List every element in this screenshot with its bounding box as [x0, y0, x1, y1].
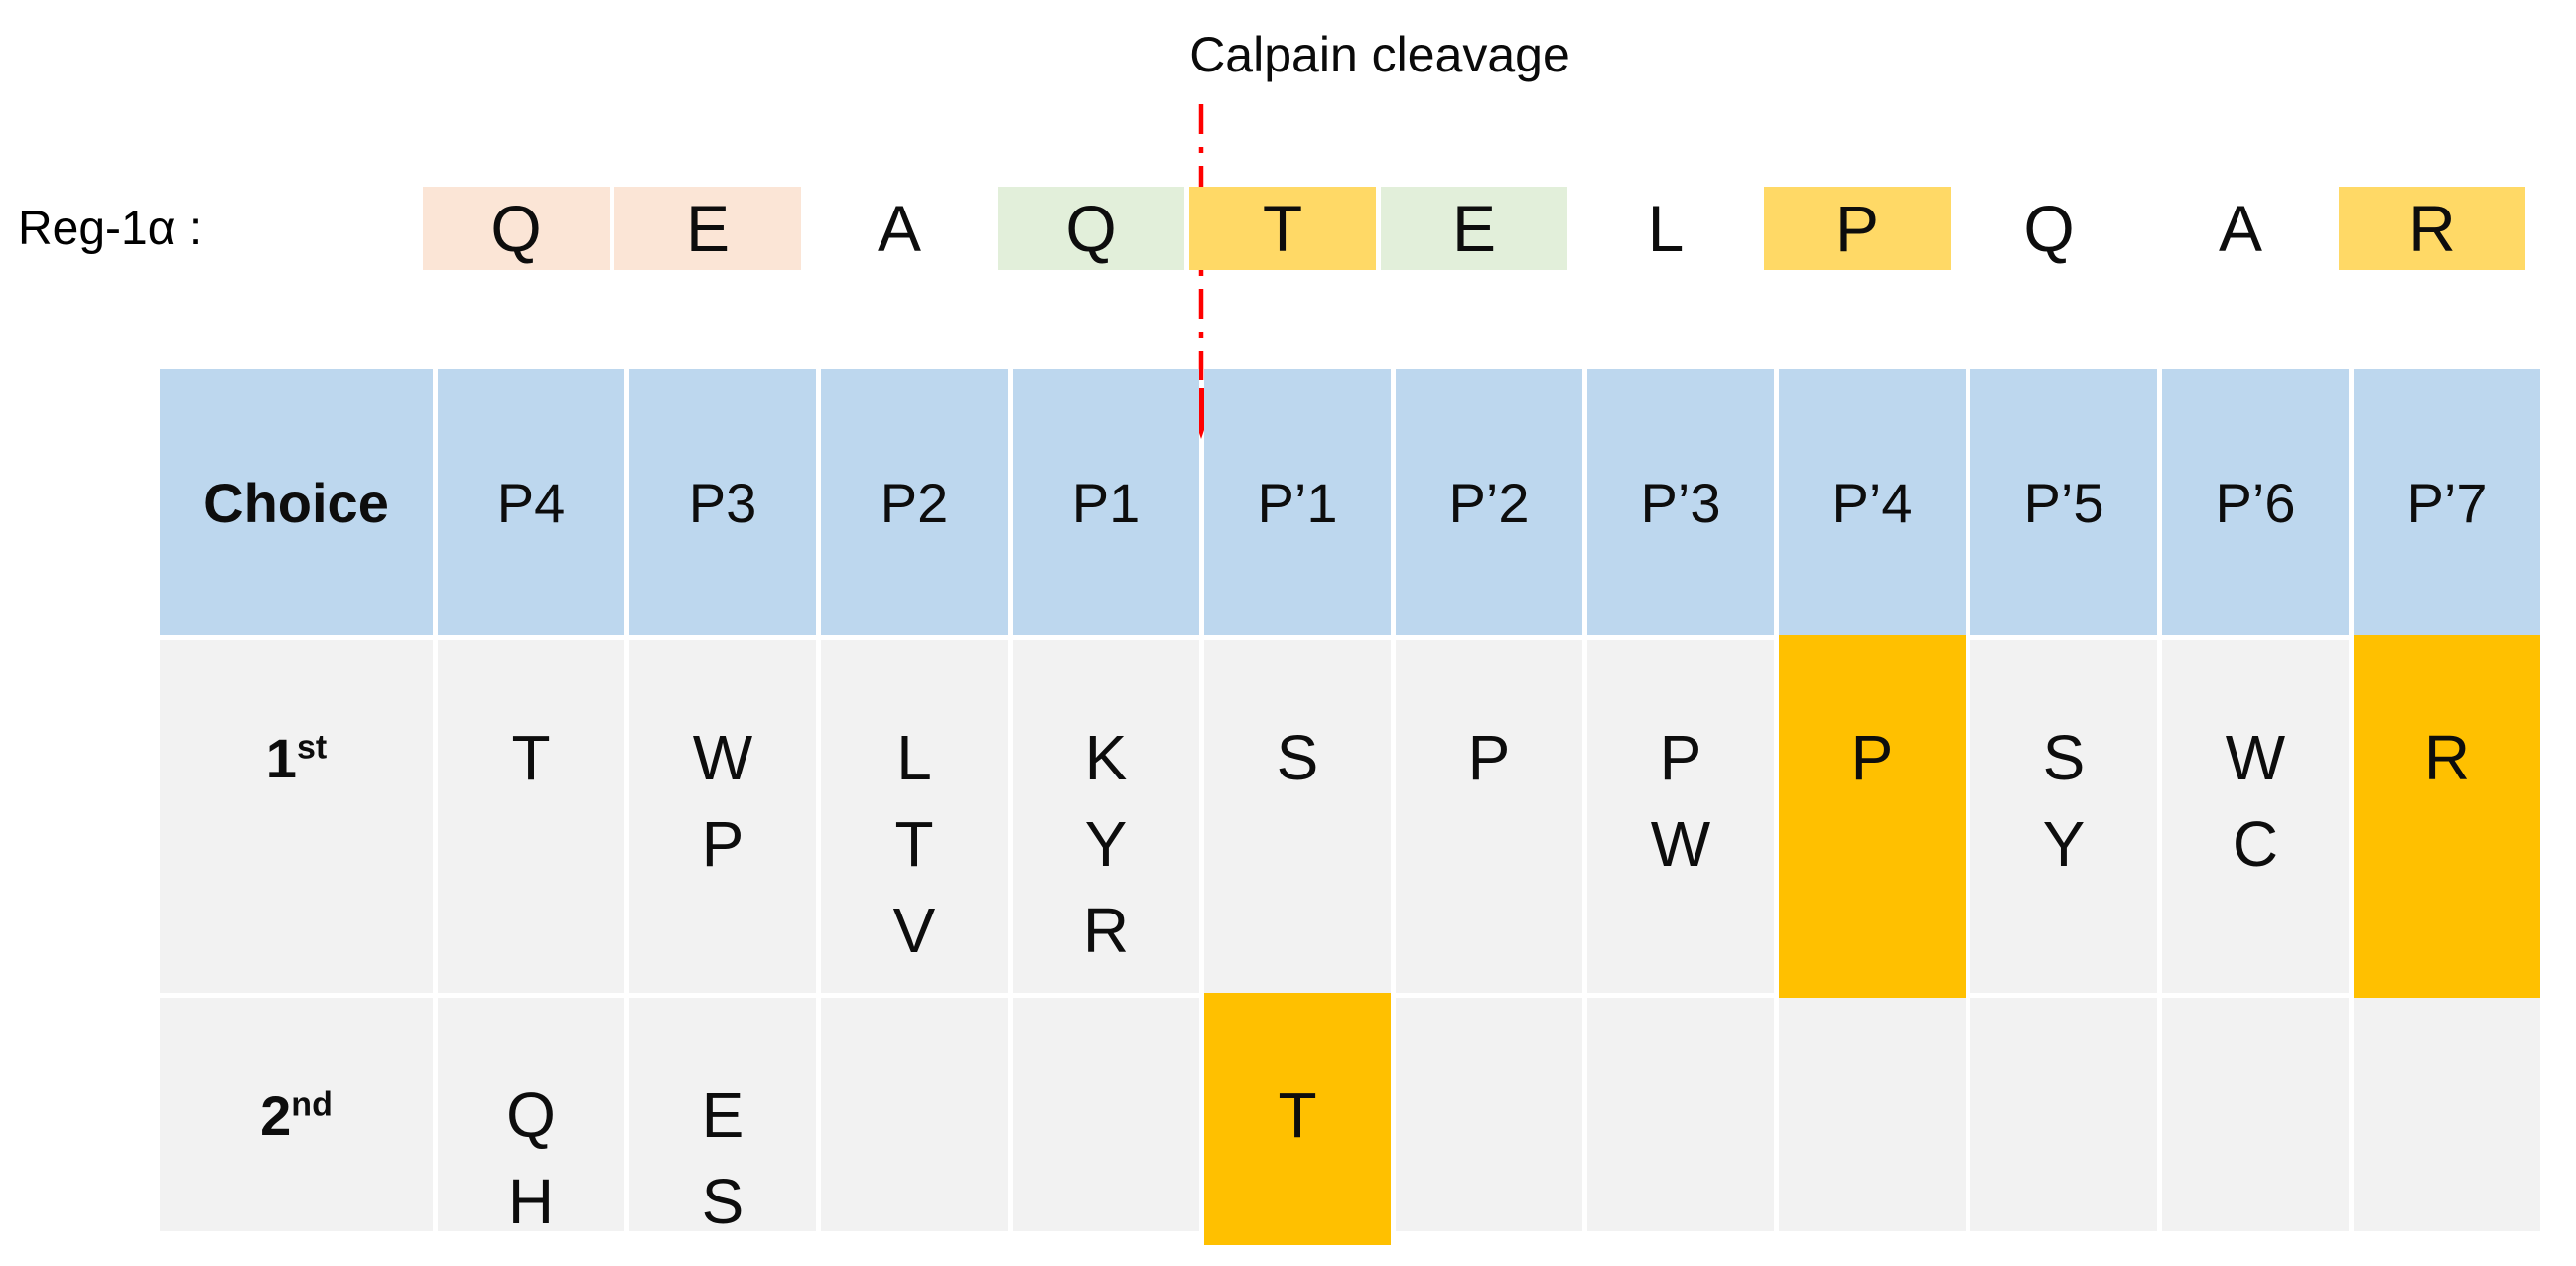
table-cell: T	[438, 640, 624, 993]
residue-letter: Q	[998, 187, 1184, 270]
table-header-p6prime: P’6	[2162, 369, 2349, 635]
table-header-p4: P4	[438, 369, 624, 635]
residue-box-p3: E	[614, 187, 801, 270]
residue-letter: T	[1189, 187, 1376, 270]
table-header-p4prime: P’4	[1779, 369, 1966, 635]
residue-box-p1: Q	[998, 187, 1184, 270]
residue-letter: E	[1381, 187, 1567, 270]
sequence-label: Reg-1α :	[18, 202, 203, 255]
residue-box-p4prime: P	[1764, 187, 1951, 270]
row-label-ordinal: st	[296, 728, 328, 767]
residue-box-p4: Q	[423, 187, 610, 270]
table-header-p1prime: P’1	[1204, 369, 1391, 635]
residue-letter: R	[2339, 187, 2525, 270]
table-header-p3prime: P’3	[1587, 369, 1774, 635]
residue-box-p6prime: A	[2147, 187, 2334, 270]
residue-box-p2: A	[806, 187, 993, 270]
residue-letter: A	[877, 192, 922, 265]
table-cell	[2354, 998, 2540, 1231]
residue-letter: L	[1647, 192, 1685, 265]
row-label-1st: 1st	[160, 640, 433, 993]
table-cell	[1779, 998, 1966, 1231]
row-label-ordinal: nd	[291, 1085, 333, 1124]
residue-box-p2prime: E	[1381, 187, 1567, 270]
table-cell	[1013, 998, 1199, 1231]
residue-letter: A	[2218, 192, 2263, 265]
residue-box-p5prime: Q	[1956, 187, 2142, 270]
row-label-number: 2	[260, 1084, 292, 1147]
table-cell-highlighted: T	[1204, 993, 1391, 1245]
table-header-p3: P3	[629, 369, 816, 635]
table-cell	[1970, 998, 2157, 1231]
specificity-table: Choice P4 P3 P2 P1 P’1 P’2 P’3 P’4 P’5 P…	[160, 369, 2540, 1245]
table-cell-highlighted: R	[2354, 635, 2540, 998]
table-cell	[2162, 998, 2349, 1231]
residue-box-p3prime: L	[1572, 187, 1759, 270]
residue-letter: P	[1764, 187, 1951, 270]
row-label-number: 1	[265, 727, 297, 789]
table-header-p1: P1	[1013, 369, 1199, 635]
table-cell	[1396, 998, 1582, 1231]
table-header-p2: P2	[821, 369, 1008, 635]
table-cell	[821, 998, 1008, 1231]
residue-letter: E	[614, 187, 801, 270]
table-cell-highlighted: P	[1779, 635, 1966, 998]
residue-box-p7prime: R	[2339, 187, 2525, 270]
table-header-p7prime: P’7	[2354, 369, 2540, 635]
sequence-spacer	[145, 187, 418, 270]
residue-box-p1prime: T	[1189, 187, 1376, 270]
figure-title: Calpain cleavage	[1189, 27, 1570, 82]
table-header-p5prime: P’5	[1970, 369, 2157, 635]
table-cell	[1587, 998, 1774, 1231]
table-header-choice: Choice	[160, 369, 433, 635]
sequence-row: Q E A Q T E L P Q A R	[145, 187, 2525, 270]
table-cell: S	[1204, 640, 1391, 993]
residue-letter: Q	[423, 187, 610, 270]
residue-letter: Q	[2023, 192, 2075, 265]
row-label-2nd: 2nd	[160, 998, 433, 1231]
table-cell: P	[1396, 640, 1582, 993]
table-header-p2prime: P’2	[1396, 369, 1582, 635]
